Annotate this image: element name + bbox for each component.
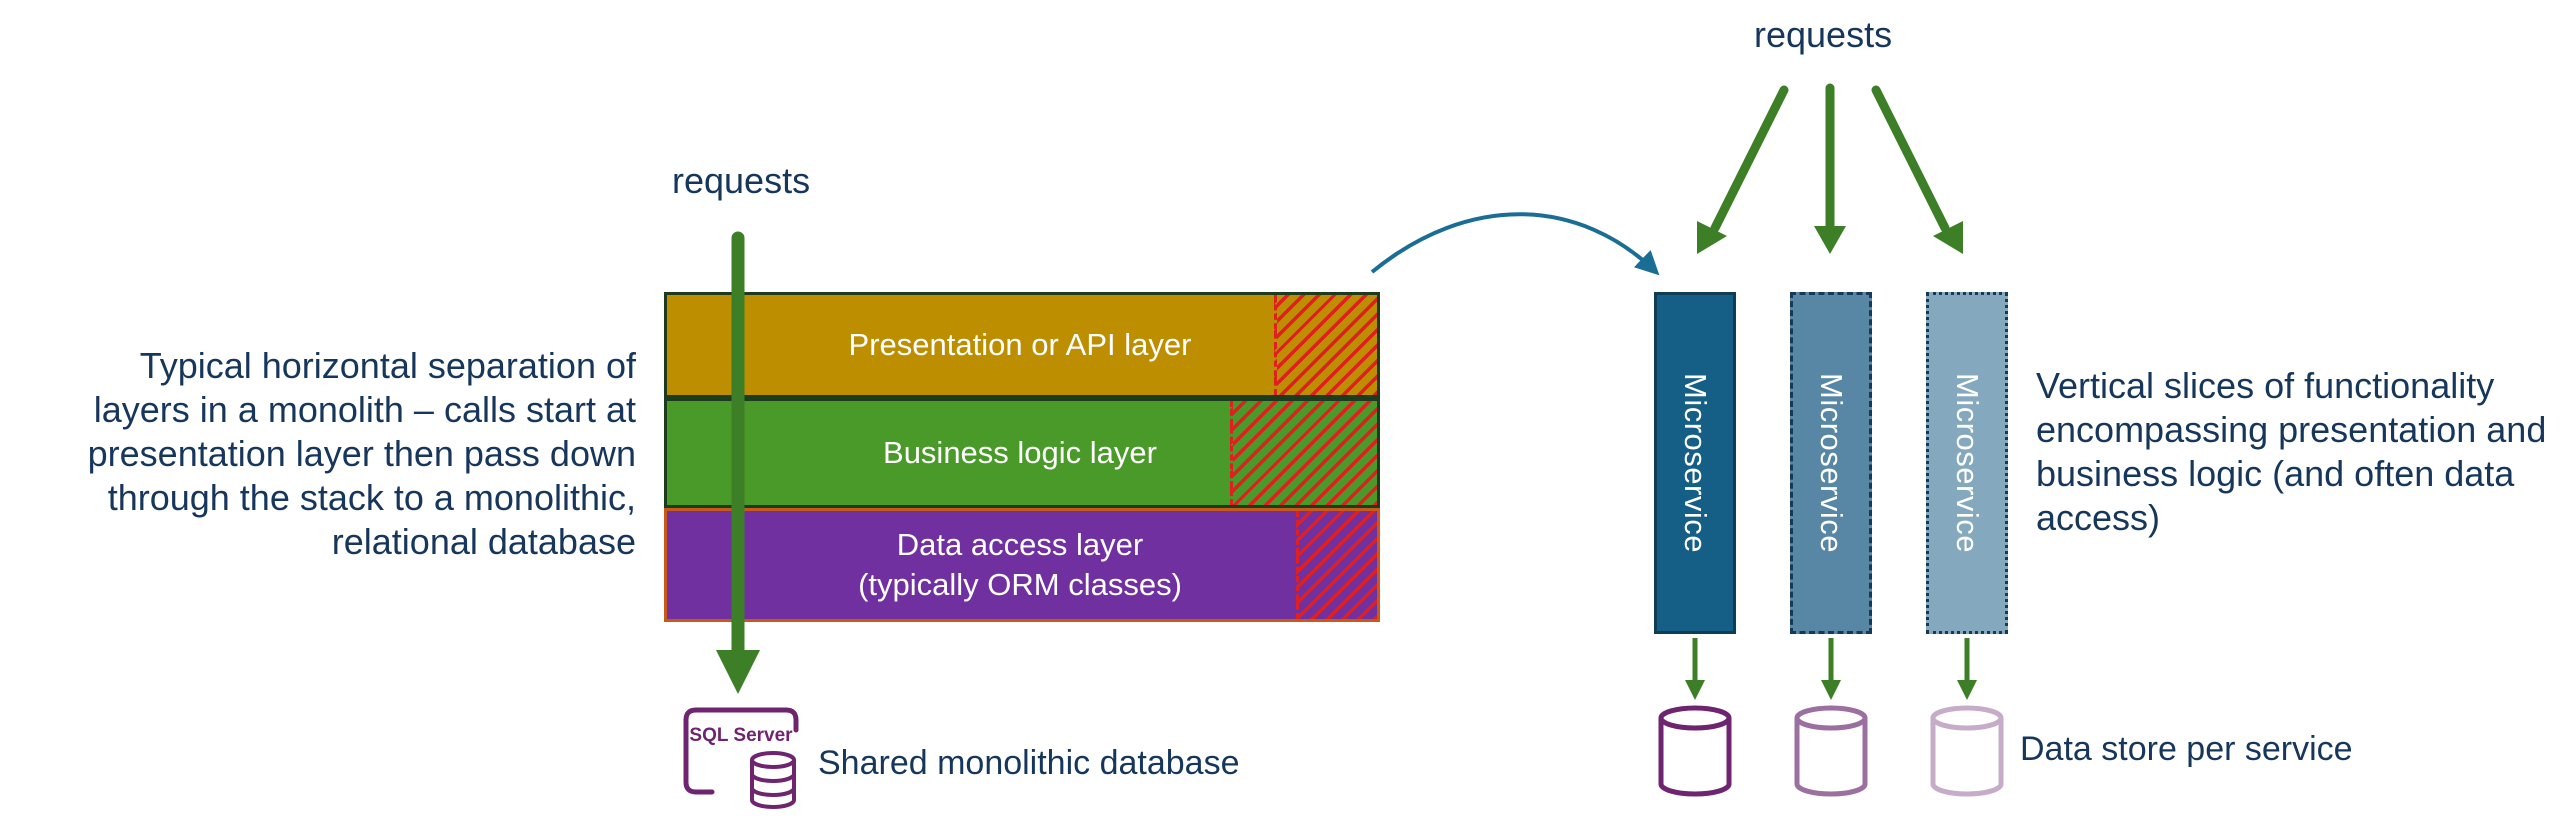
svg-text:SQL Server: SQL Server <box>689 725 793 746</box>
microservice-1-label: Microservice <box>1678 373 1713 553</box>
monolith-requests-label: requests <box>672 160 811 201</box>
business-logic-layer-label: Business logic layer <box>883 435 1157 470</box>
data-access-layer: Data access layer (typically ORM classes… <box>664 508 1380 622</box>
transition-curve-arrow <box>1370 212 1660 276</box>
business-logic-layer-hatch <box>1230 401 1377 505</box>
request-arrow-center <box>1814 83 1846 254</box>
monolith-request-arrow <box>716 231 760 694</box>
cylinder-database-icon <box>1794 705 1868 797</box>
shared-database-label: Shared monolithic database <box>818 744 1240 782</box>
request-arrow-right <box>1871 85 1963 254</box>
microservice-1: Microservice <box>1654 292 1736 634</box>
presentation-layer-hatch <box>1274 295 1377 395</box>
microservice-2-label: Microservice <box>1814 373 1849 553</box>
data-access-layer-hatch <box>1296 511 1377 619</box>
microservices-caption: Vertical slices of functionality encompa… <box>2036 365 2547 538</box>
service-to-store-arrow-1 <box>1685 638 1705 700</box>
microservice-3-label: Microservice <box>1950 373 1985 553</box>
monolith-caption: Typical horizontal separation of layers … <box>87 345 636 562</box>
data-access-layer-label: Data access layer (typically ORM classes… <box>858 527 1182 602</box>
microservices-requests-label: requests <box>1754 14 1893 55</box>
microservice-3: Microservice <box>1926 292 2008 634</box>
cylinder-database-icon <box>1930 705 2004 797</box>
cylinder-database-icon <box>1658 705 1732 797</box>
business-logic-layer: Business logic layer <box>664 398 1380 508</box>
request-arrow-left <box>1697 85 1789 254</box>
service-to-store-arrow-3 <box>1957 638 1977 700</box>
microservice-2: Microservice <box>1790 292 1872 634</box>
presentation-layer: Presentation or API layer <box>664 292 1380 398</box>
microservices-request-arrows <box>1697 83 1963 254</box>
presentation-layer-label: Presentation or API layer <box>848 327 1192 362</box>
data-store-per-service-label: Data store per service <box>2020 730 2353 768</box>
sql-server-database-icon: SQL Server <box>683 707 799 809</box>
service-to-store-arrow-2 <box>1821 638 1841 700</box>
